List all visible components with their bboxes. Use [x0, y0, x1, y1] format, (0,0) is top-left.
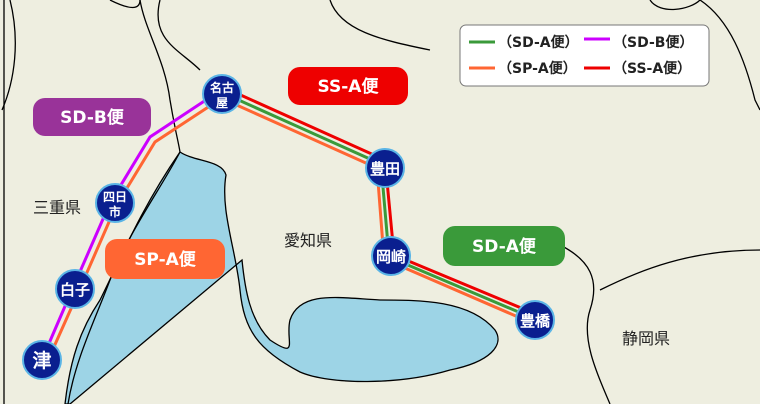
ise-bay: [64, 151, 499, 404]
legend-ss-a: （SS-A便）: [613, 60, 691, 77]
svg-text:SD-B便: SD-B便: [60, 107, 125, 128]
svg-text:津: 津: [32, 349, 51, 372]
route-label-sp-a: SP-A便: [105, 239, 225, 279]
legend-sd-b: （SD-B便）: [613, 34, 693, 51]
legend: （SD-A便） （SD-B便） （SP-A便） （SS-A便）: [459, 24, 710, 87]
station-toyohashi[interactable]: 豊橋: [515, 300, 555, 340]
route-label-sd-a: SD-A便: [443, 226, 565, 266]
station-tsu[interactable]: 津: [22, 340, 62, 380]
svg-text:岡崎: 岡崎: [376, 248, 406, 266]
svg-text:SD-A便: SD-A便: [472, 236, 537, 257]
svg-text:市: 市: [109, 204, 121, 219]
svg-text:四日: 四日: [103, 190, 127, 204]
legend-sp-a: （SP-A便）: [498, 60, 577, 77]
sp-a-line-east: [220, 96, 533, 325]
legend-sd-a: （SD-A便）: [498, 34, 579, 51]
svg-text:屋: 屋: [216, 96, 228, 110]
prefecture-shizuoka: 静岡県: [622, 329, 670, 348]
prefecture-aichi: 愛知県: [284, 231, 332, 250]
station-shiroko[interactable]: 白子: [55, 269, 95, 309]
svg-text:白子: 白子: [60, 281, 90, 299]
svg-text:豊橋: 豊橋: [520, 312, 551, 330]
svg-text:名古: 名古: [210, 80, 234, 95]
prefecture-mie: 三重県: [33, 198, 81, 217]
svg-text:SP-A便: SP-A便: [134, 249, 197, 270]
route-label-ss-a: SS-A便: [288, 67, 408, 105]
station-yokkaichi[interactable]: 四日市: [95, 183, 135, 223]
svg-text:SS-A便: SS-A便: [318, 76, 380, 97]
station-toyota[interactable]: 豊田: [365, 148, 405, 188]
svg-text:豊田: 豊田: [370, 160, 400, 178]
sd-a-line: [222, 91, 536, 321]
ss-a-line: [224, 86, 539, 317]
station-nagoya[interactable]: 名古屋: [202, 74, 242, 114]
route-label-sd-b: SD-B便: [33, 98, 151, 136]
station-okazaki[interactable]: 岡崎: [371, 236, 411, 276]
